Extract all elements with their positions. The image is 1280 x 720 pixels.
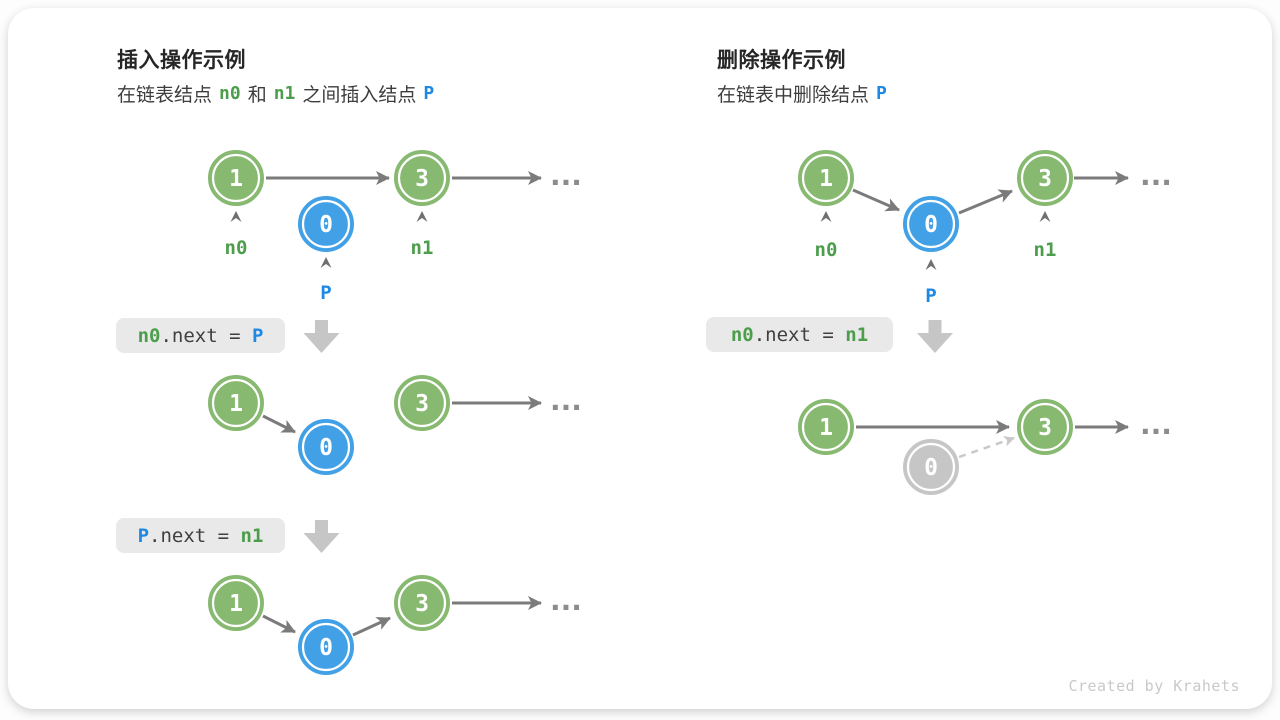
- subtitle-text: 在链表中删除结点: [717, 85, 870, 106]
- subtitle-text: 在链表结点: [117, 85, 213, 106]
- code-box-delete-step1: n0.next = n1: [706, 317, 893, 352]
- node-delete2-value1: 1: [798, 399, 854, 455]
- pointer-label-p: P: [320, 282, 332, 304]
- node-value: 1: [229, 391, 243, 417]
- arrow-delete1-0to3: [958, 189, 1013, 215]
- node-value: 0: [319, 435, 333, 461]
- insert-panel-subtitle: 在链表结点 n0 和 n1 之间插入结点 P: [117, 80, 441, 107]
- code-lhs: n0: [137, 324, 161, 347]
- node-delete1-value3: 3: [1017, 150, 1073, 206]
- inline-code-n1: n1: [273, 83, 296, 104]
- caret-up-icon: [230, 211, 242, 222]
- caret-up-icon: [925, 259, 937, 270]
- node-value: 3: [1038, 415, 1052, 441]
- node-value: 3: [415, 591, 429, 617]
- node-insert1-value1: 1: [208, 150, 264, 206]
- arrow-insert3-1to0: [262, 614, 296, 634]
- node-value: 1: [819, 166, 833, 192]
- node-value: 0: [319, 212, 333, 238]
- code-rhs: n1: [240, 524, 264, 547]
- node-delete1-value0: 0: [903, 196, 959, 252]
- node-value: 0: [924, 455, 938, 481]
- inline-code-p: P: [423, 83, 435, 104]
- pointer-label-n0: n0: [224, 237, 248, 259]
- node-value: 1: [229, 591, 243, 617]
- node-insert2-value3: 3: [394, 375, 450, 431]
- code-mid: .next =: [149, 524, 241, 547]
- subtitle-text: 和: [247, 85, 267, 106]
- ellipsis: ...: [550, 159, 582, 192]
- delete-panel-subtitle: 在链表中删除结点 P: [717, 80, 894, 107]
- ellipsis: ...: [1140, 408, 1172, 441]
- node-insert3-value1: 1: [208, 575, 264, 631]
- insert-panel-title: 插入操作示例: [117, 49, 246, 72]
- down-block-arrow-icon: [303, 320, 340, 353]
- caret-up-icon: [416, 211, 428, 222]
- node-value: 3: [1038, 166, 1052, 192]
- node-delete2-value0-removed: 0: [903, 439, 959, 495]
- code-box-insert-step1: n0.next = P: [116, 318, 285, 353]
- code-lhs: n0: [730, 323, 754, 346]
- subtitle-text: 之间插入结点: [302, 85, 417, 106]
- ellipsis: ...: [550, 384, 582, 417]
- node-value: 0: [924, 212, 938, 238]
- code-mid: .next =: [753, 323, 846, 346]
- code-rhs: P: [251, 324, 264, 347]
- credit-text: Created by Krahets: [1068, 677, 1240, 695]
- pointer-label-n1: n1: [410, 237, 434, 259]
- arrow-insert2-1to0: [262, 414, 296, 434]
- caret-up-icon: [320, 257, 332, 268]
- code-lhs: P: [137, 524, 150, 547]
- node-value: 3: [415, 166, 429, 192]
- arrow-delete2-removed-0to3-dashed: [958, 436, 1015, 459]
- delete-panel-title: 删除操作示例: [717, 49, 846, 72]
- node-insert1-value3: 3: [394, 150, 450, 206]
- node-value: 0: [319, 635, 333, 661]
- node-delete1-value1: 1: [798, 150, 854, 206]
- code-mid: .next =: [160, 324, 252, 347]
- node-value: 3: [415, 391, 429, 417]
- node-insert2-value1: 1: [208, 375, 264, 431]
- node-delete2-value3: 3: [1017, 399, 1073, 455]
- node-insert1-value0: 0: [298, 196, 354, 252]
- code-box-insert-step2: P.next = n1: [116, 518, 285, 553]
- code-rhs: n1: [845, 323, 869, 346]
- inline-code-p: P: [876, 83, 887, 104]
- node-insert3-value3: 3: [394, 575, 450, 631]
- ellipsis: ...: [1140, 159, 1172, 192]
- pointer-label-n0: n0: [814, 239, 838, 261]
- caret-up-icon: [820, 211, 832, 222]
- pointer-label-n1: n1: [1033, 239, 1057, 261]
- ellipsis: ...: [550, 584, 582, 617]
- pointer-label-p: P: [925, 285, 937, 307]
- node-value: 1: [819, 415, 833, 441]
- down-block-arrow-icon: [303, 520, 340, 553]
- node-insert3-value0: 0: [298, 619, 354, 675]
- node-value: 1: [229, 166, 243, 192]
- arrow-insert3-0to3: [352, 616, 391, 637]
- node-insert2-value0: 0: [298, 419, 354, 475]
- down-block-arrow-icon: [917, 320, 953, 353]
- caret-up-icon: [1039, 211, 1051, 222]
- arrow-delete1-1to0: [852, 188, 900, 212]
- inline-code-n0: n0: [219, 83, 241, 104]
